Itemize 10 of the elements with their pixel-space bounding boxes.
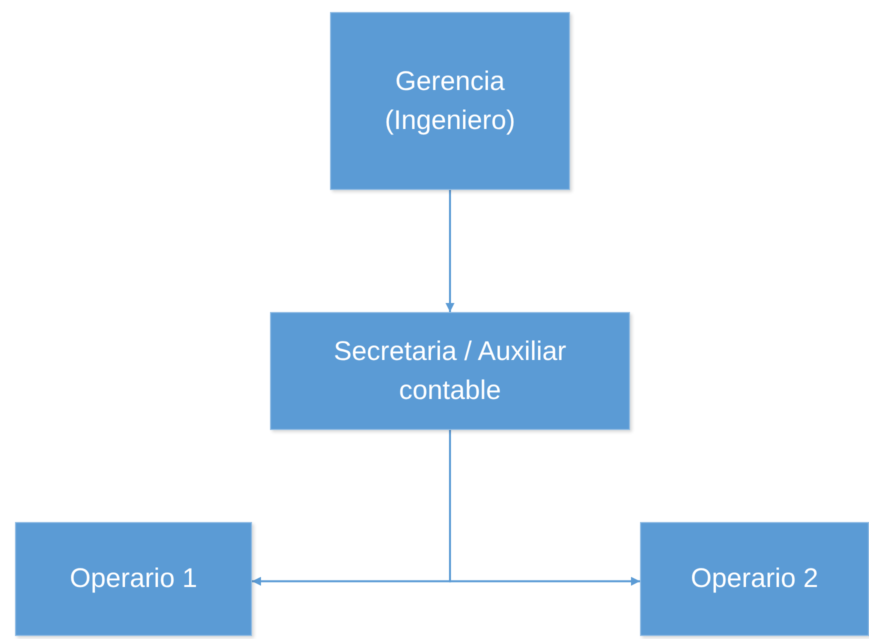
box-label: Secretaria / Auxiliar contable [332, 334, 568, 407]
org-box [640, 522, 869, 636]
arrow [446, 190, 454, 312]
arrow [449, 430, 640, 586]
org-box [330, 12, 570, 190]
box-label: Gerencia (Ingeniero) [384, 64, 516, 137]
box-label: Operario 1 [68, 562, 198, 596]
box-label: Operario 2 [690, 562, 820, 596]
org-box [270, 312, 630, 430]
org-box [15, 522, 252, 636]
